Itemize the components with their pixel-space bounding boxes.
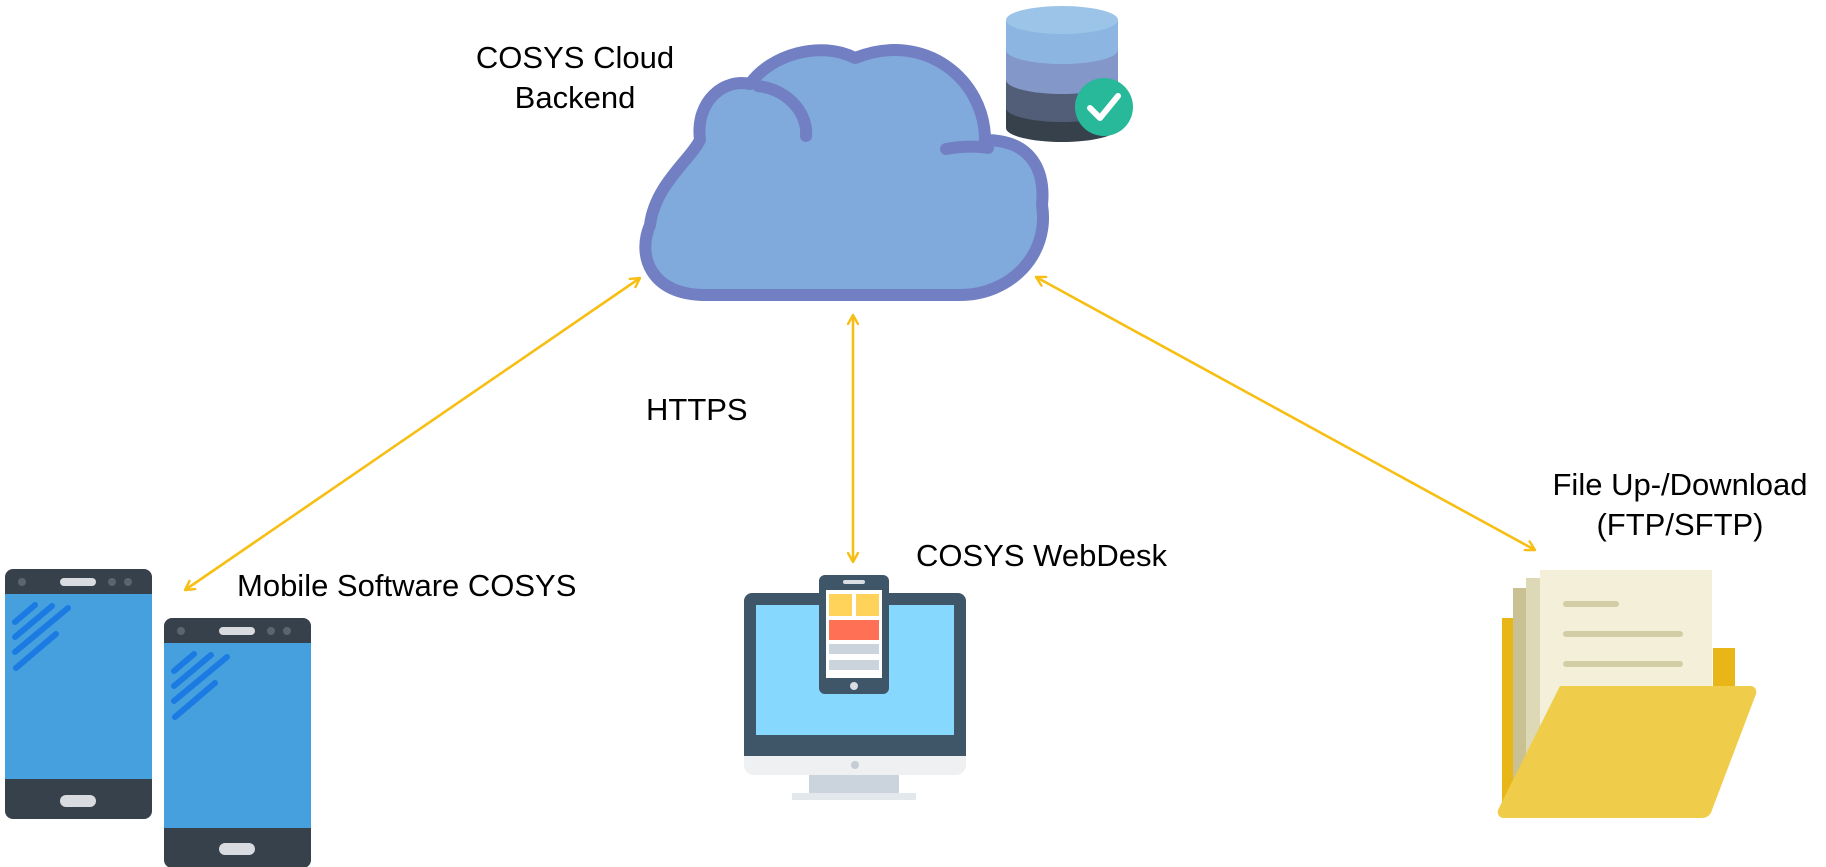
arrow-cloud-mobile [185,278,640,590]
connection-arrows [185,277,1535,590]
monitor-tablet-icon [744,575,966,800]
smartphone-icon [5,569,311,867]
cloud-icon [639,44,1050,301]
webdesk-label: COSYS WebDesk [916,538,1167,573]
folder-documents-icon [1497,570,1757,819]
https-protocol-label: HTTPS [646,392,748,427]
cloud-backend-label: COSYS Cloud Backend [475,40,675,115]
mobile-software-label: Mobile Software COSYS [237,568,577,603]
database-check-icon [1006,6,1133,142]
file-transfer-label: File Up-/Download (FTP/SFTP) [1552,467,1808,542]
arrow-cloud-files [1036,277,1535,550]
